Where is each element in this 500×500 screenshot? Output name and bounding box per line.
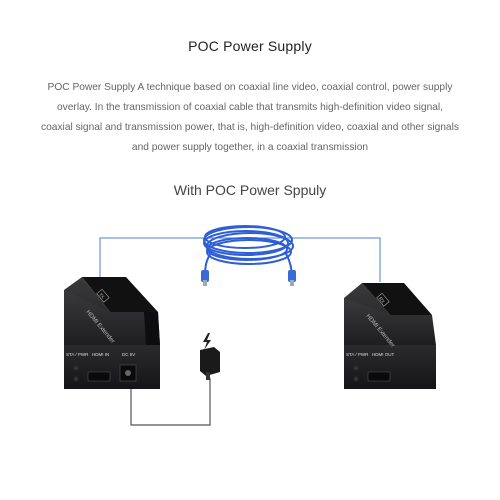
- left-led-indicator-2: [73, 376, 79, 382]
- coax-line-left: [99, 237, 250, 277]
- power-line: [130, 378, 211, 426]
- right-hdmi-extender-rx: HDMI Extender RX STA / PWR HDMI OUT: [344, 283, 436, 389]
- right-hdmi-port: [367, 371, 391, 382]
- right-led-indicator: [353, 365, 359, 371]
- cable-connector-left: [201, 270, 209, 286]
- page-title: POC Power Supply: [188, 38, 312, 54]
- left-hdmi-extender-tx: HDMI Extender TX STA / PWR HDMI IN DC 5V: [64, 277, 160, 389]
- right-port-hdmi-label: HDMI OUT: [372, 352, 394, 357]
- right-led-indicator-2: [353, 376, 359, 382]
- diagram-subtitle: With POC Power Sppuly: [173, 182, 327, 198]
- power-adapter: [200, 347, 220, 380]
- coax-line-right: [250, 237, 381, 282]
- dc-jack-pin: [125, 370, 131, 376]
- right-device-badge: RX: [378, 296, 386, 304]
- left-device-badge: TX: [98, 292, 106, 300]
- left-hdmi-port: [87, 371, 111, 382]
- left-led-indicator: [73, 365, 79, 371]
- right-port-sta-label: STA / PWR: [346, 352, 369, 357]
- left-port-dc-label: DC 5V: [122, 352, 135, 357]
- left-port-sta-label: STA / PWR: [66, 352, 89, 357]
- cable-connector-right: [288, 270, 296, 286]
- coax-cable-coil: [203, 225, 294, 279]
- left-port-hdmi-label: HDMI IN: [92, 352, 109, 357]
- description-text: POC Power Supply A technique based on co…: [41, 82, 459, 153]
- power-bolt-icon: [203, 333, 211, 350]
